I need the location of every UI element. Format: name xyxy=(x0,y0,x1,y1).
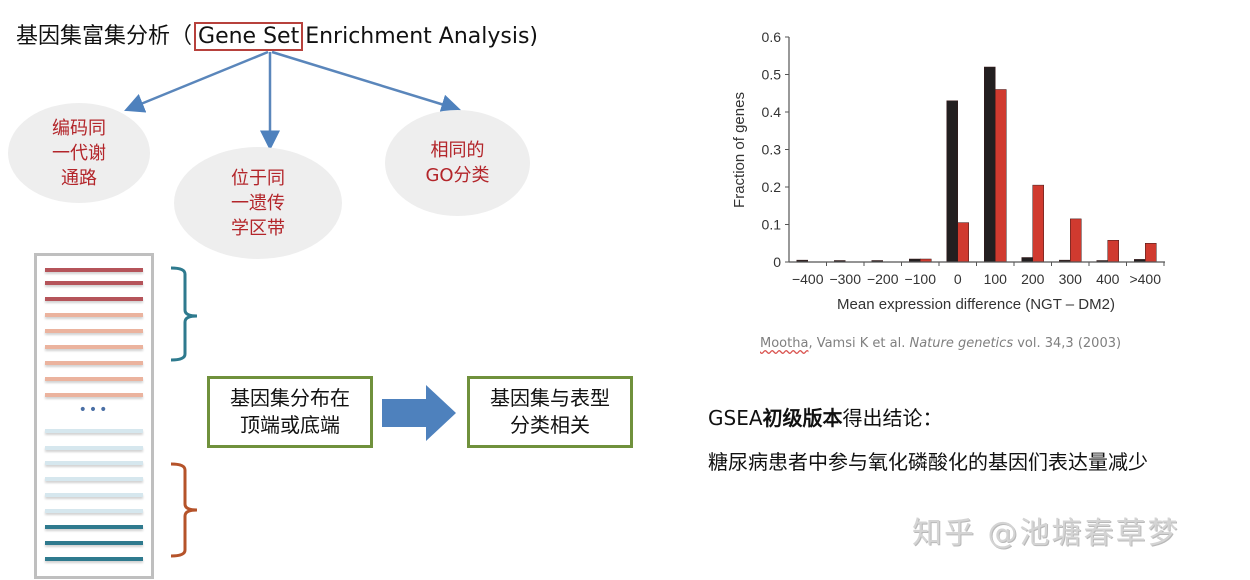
bar-red xyxy=(995,89,1007,263)
brackets xyxy=(170,266,198,558)
conclusion-heading: GSEA初级版本得出结论： xyxy=(708,406,943,430)
gene-line xyxy=(45,297,143,301)
arrow-to-go xyxy=(271,50,462,114)
bubble-chromosomal-band: 位于同一遗传学区带 xyxy=(174,147,342,259)
branch-arrows xyxy=(124,50,462,151)
gene-line xyxy=(45,329,143,333)
x-tick-label: >400 xyxy=(1129,271,1161,287)
y-tick-label: 0.4 xyxy=(762,104,782,120)
gene-line xyxy=(45,446,143,450)
y-tick-label: 0.2 xyxy=(762,179,782,195)
bar-red xyxy=(1145,243,1157,263)
bar-red xyxy=(1070,218,1082,263)
y-tick-label: 0 xyxy=(773,254,781,270)
bar-red xyxy=(1032,184,1044,263)
conclusion-text: 糖尿病患者中参与氧化磷酸化的基因们表达量减少 xyxy=(708,450,1148,474)
x-tick-label: 100 xyxy=(984,271,1008,287)
gene-line xyxy=(45,557,143,561)
x-tick-label: −200 xyxy=(867,271,899,287)
bubble-metabolic-pathway: 编码同一代谢通路 xyxy=(8,103,150,203)
gene-line xyxy=(45,313,143,317)
bar-red xyxy=(957,222,969,263)
arrow-to-pathway xyxy=(124,50,269,113)
gene-line xyxy=(45,477,143,481)
x-tick-label: 0 xyxy=(954,271,962,287)
y-tick-label: 0.3 xyxy=(762,142,782,158)
gene-line xyxy=(45,345,143,349)
gene-line xyxy=(45,361,143,365)
x-tick-label: −100 xyxy=(904,271,936,287)
title-suffix: Enrichment Analysis) xyxy=(305,24,538,49)
x-tick-label: 200 xyxy=(1021,271,1045,287)
x-tick-label: 400 xyxy=(1096,271,1120,287)
y-tick-label: 0.5 xyxy=(762,67,782,83)
x-tick-label: 300 xyxy=(1059,271,1083,287)
box-phenotype-correlation: 基因集与表型分类相关 xyxy=(467,376,633,448)
bar-red xyxy=(1107,240,1119,263)
gene-line xyxy=(45,393,143,397)
ranked-gene-list: ••• xyxy=(34,253,154,579)
gene-line xyxy=(45,268,143,272)
right-arrow-icon xyxy=(382,385,456,441)
box-top-or-bottom: 基因集分布在顶端或底端 xyxy=(207,376,373,448)
x-axis-label: Mean expression difference (NGT – DM2) xyxy=(837,296,1115,313)
top-bracket-icon xyxy=(170,266,198,362)
bar-black xyxy=(946,100,958,263)
y-axis-label: Fraction of genes xyxy=(731,92,748,208)
bottom-bracket-icon xyxy=(170,462,198,558)
gene-line xyxy=(45,493,143,497)
citation: Mootha, Vamsi K et al. Nature genetics v… xyxy=(760,336,1122,351)
y-tick-label: 0.6 xyxy=(762,29,782,45)
gene-line xyxy=(45,377,143,381)
gene-line xyxy=(45,541,143,545)
gene-line xyxy=(45,525,143,529)
gene-line xyxy=(45,429,143,433)
citation-journal: Nature genetics xyxy=(909,336,1014,351)
x-tick-label: −400 xyxy=(792,271,824,287)
x-tick-label: −300 xyxy=(829,271,861,287)
expression-difference-histogram: 0 0.1 0.2 0.3 0.4 0.5 0.6 −400 −300 −200 −100 0 100… xyxy=(731,29,1165,313)
bar-black xyxy=(1021,257,1033,263)
gene-line xyxy=(45,281,143,285)
list-ellipsis: ••• xyxy=(78,402,110,418)
title-prefix: 基因集富集分析（ xyxy=(16,24,193,49)
title-boxed-term: Gene Set xyxy=(194,22,304,51)
citation-author: Mootha xyxy=(760,336,809,351)
bar-black xyxy=(984,66,996,263)
gene-line xyxy=(45,461,143,465)
gene-line xyxy=(45,509,143,513)
y-tick-label: 0.1 xyxy=(762,217,782,233)
watermark: 知乎 @池塘春草梦 xyxy=(912,516,1180,551)
